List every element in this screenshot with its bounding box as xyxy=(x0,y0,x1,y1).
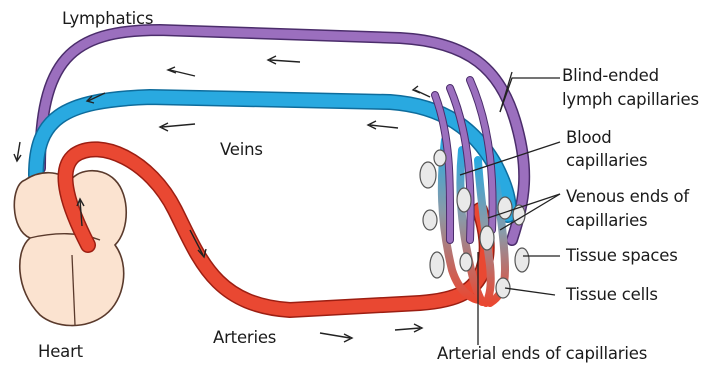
label-arteries: Arteries xyxy=(213,327,276,349)
label-tissue-spaces: Tissue spaces xyxy=(566,245,678,267)
label-lymphatics: Lymphatics xyxy=(62,8,153,30)
label-heart: Heart xyxy=(38,341,83,363)
label-arterial-ends: Arterial ends of capillaries xyxy=(437,343,647,365)
label-venous-ends-line2: capillaries xyxy=(566,210,647,232)
label-blind-ended-line1: Blind-ended xyxy=(562,65,659,87)
label-venous-ends-line1: Venous ends of xyxy=(566,186,689,208)
label-blind-ended-line2: lymph capillaries xyxy=(562,89,699,111)
label-blood-capillaries-line1: Blood xyxy=(566,127,612,149)
label-tissue-cells: Tissue cells xyxy=(566,284,658,306)
label-veins: Veins xyxy=(220,139,263,161)
label-blood-capillaries-line2: capillaries xyxy=(566,150,647,172)
